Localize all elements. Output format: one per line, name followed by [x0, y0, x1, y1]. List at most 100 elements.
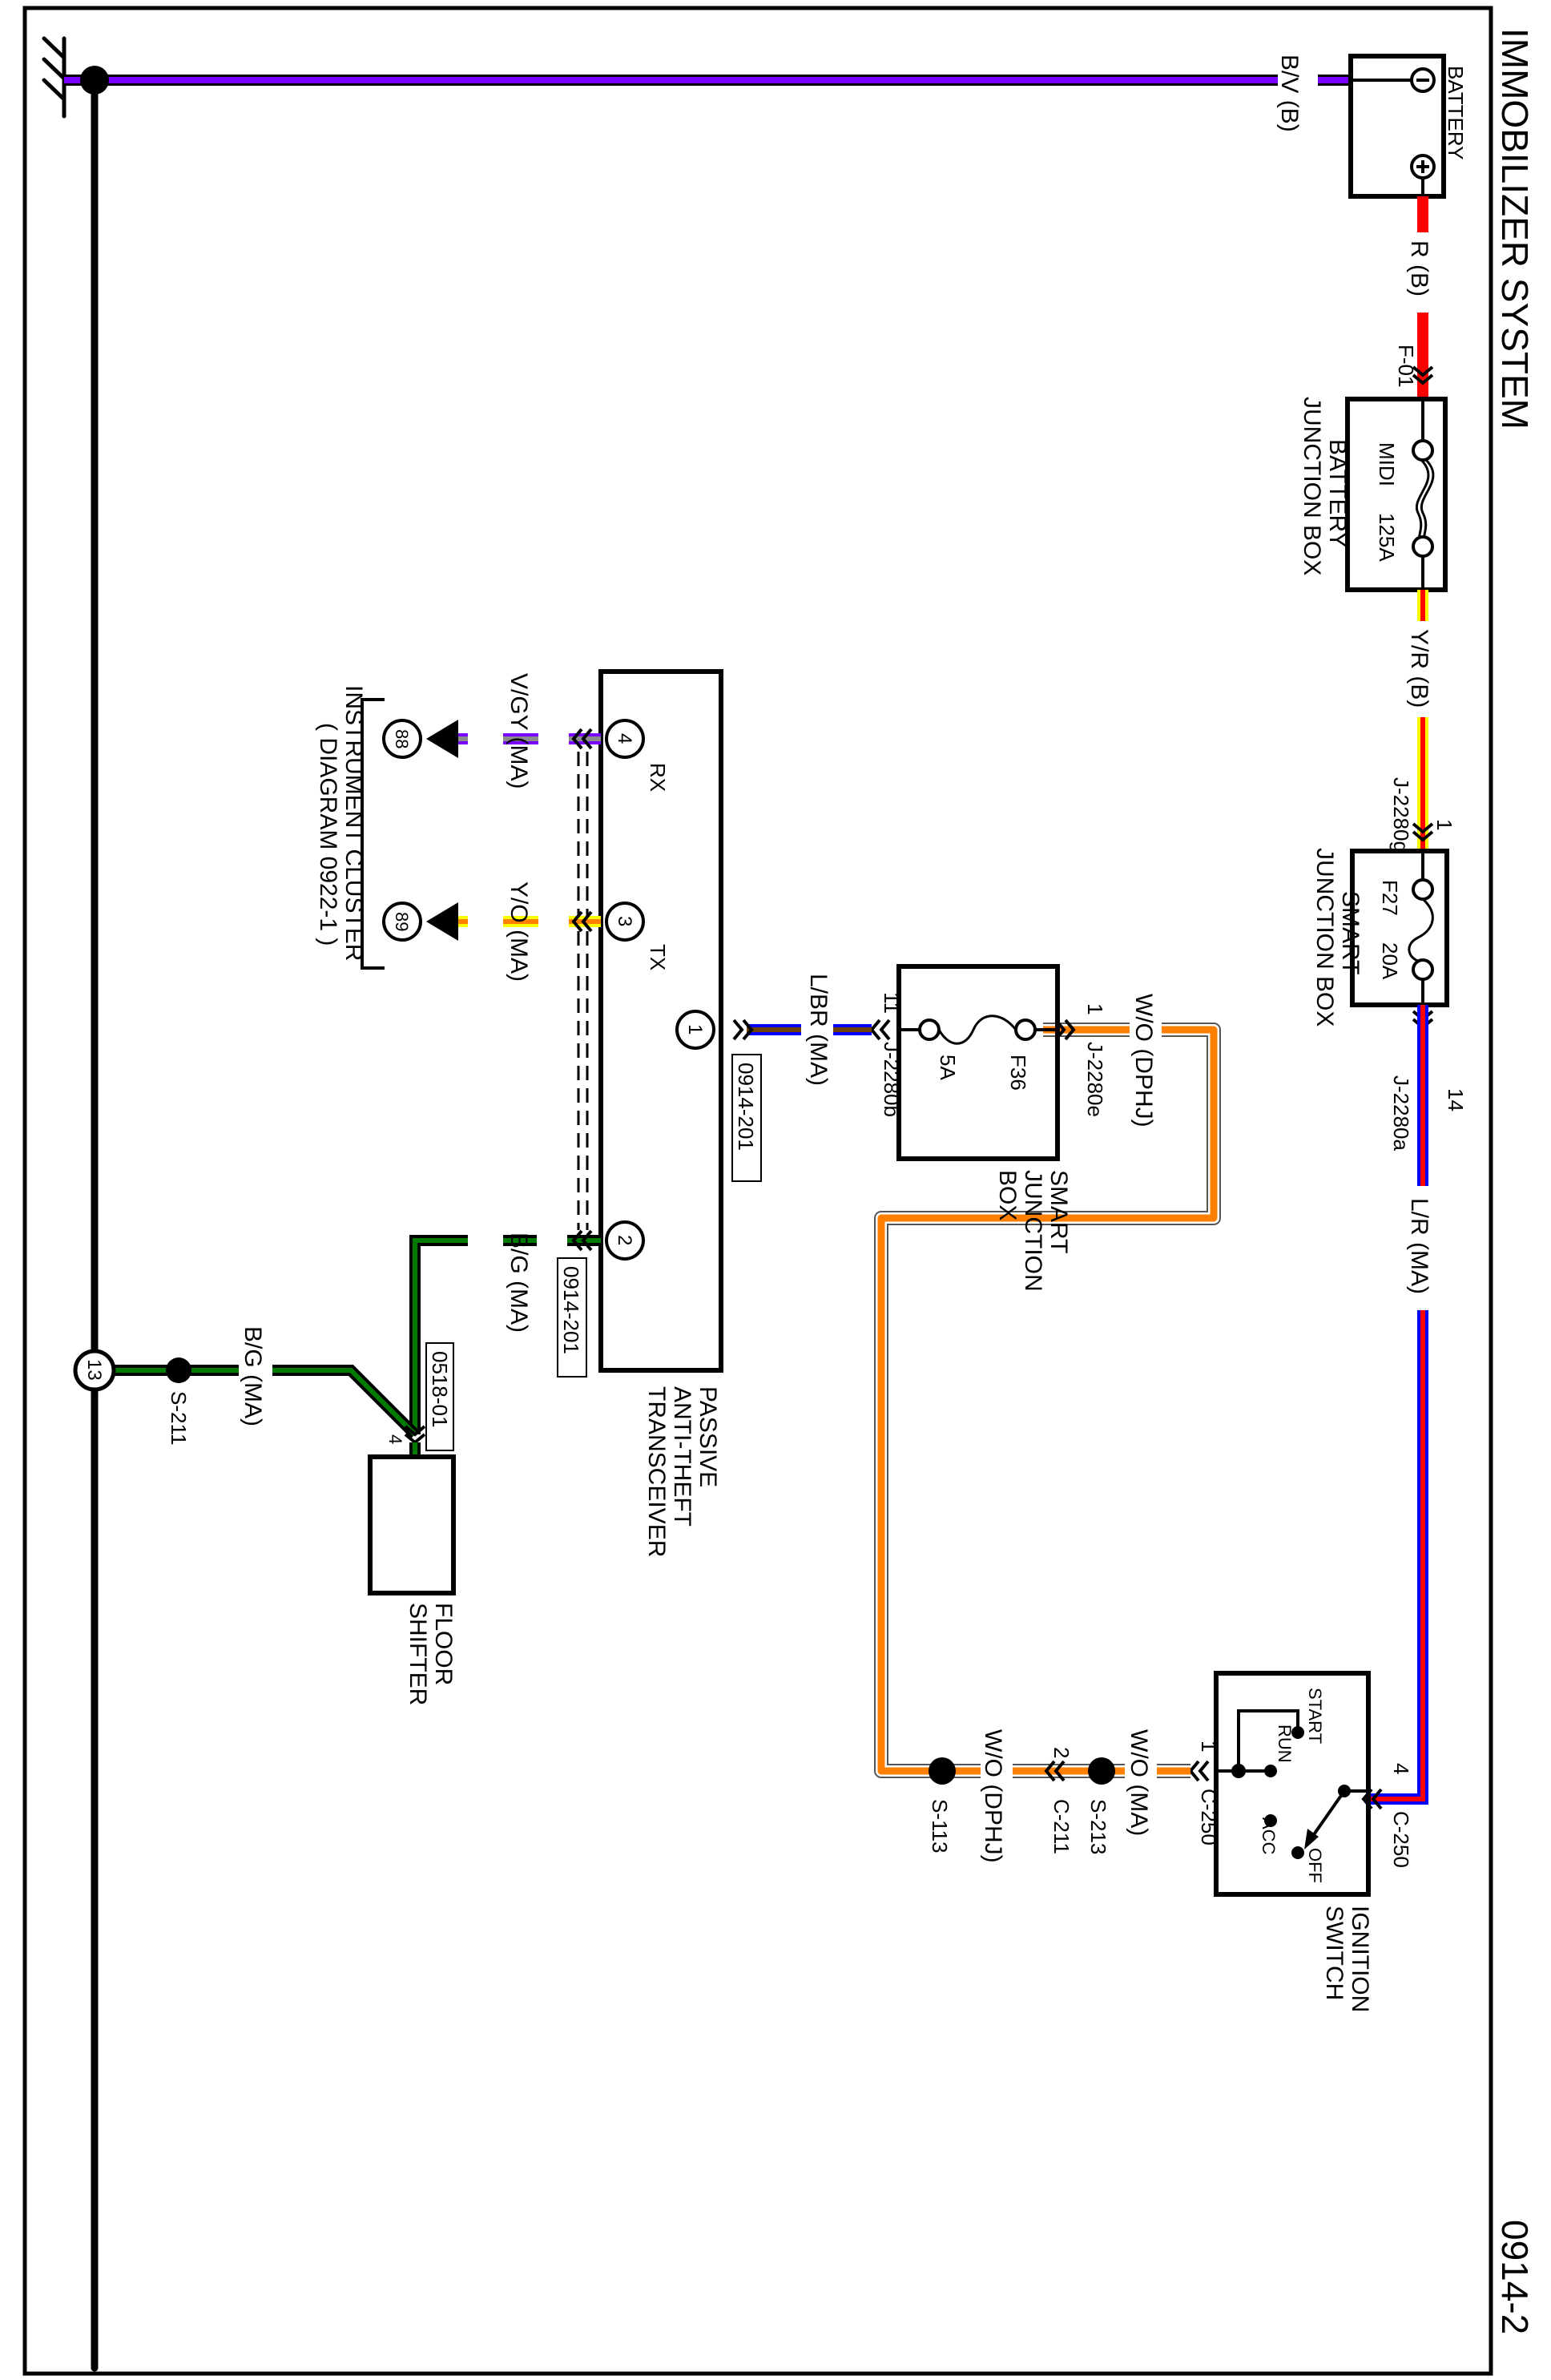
- cluster-pin-89: [382, 902, 422, 942]
- fuse-name-midi: MIDI: [1375, 442, 1399, 486]
- ignition-switch: [1214, 1671, 1371, 1897]
- smart-junction-box-mid-label-3: BOX: [994, 1170, 1021, 1220]
- battery: [1348, 54, 1446, 199]
- ignition-label-start: START: [1305, 1688, 1325, 1744]
- connector-j2280b: [869, 1019, 891, 1041]
- battery-junction-box: [1345, 397, 1448, 592]
- battery-junction-box-label-2: JUNCTION BOX: [1299, 397, 1325, 575]
- splice-s213: [1088, 1757, 1115, 1785]
- connector-j2280g: [1412, 822, 1434, 842]
- connector-c250-out: [1188, 1760, 1210, 1782]
- shield-dashed-lines: [577, 752, 589, 1230]
- transceiver-label-rx: RX: [646, 763, 670, 792]
- ignition-switch-label-2: SWITCH: [1321, 1906, 1348, 2000]
- connector-rx: [571, 728, 593, 750]
- transceiver-pin-tx: [605, 902, 645, 942]
- wire-label-lr: L/R (MA): [1406, 1198, 1432, 1294]
- pin-c250-out: 1: [1197, 1741, 1221, 1752]
- transceiver-pin-rx: [605, 719, 645, 759]
- ignition-pos-acc: [1264, 1814, 1277, 1827]
- cluster-pin-88: [382, 719, 422, 759]
- transceiver-label-1: PASSIVE: [695, 1386, 721, 1487]
- connector-label-j2280b: J-2280b: [880, 1042, 904, 1117]
- ignition-label-acc: ACC: [1259, 1817, 1279, 1855]
- smart-junction-box-mid-label-2: JUNCTION: [1020, 1170, 1046, 1292]
- wire-label-bv: B/V (B): [1276, 54, 1303, 132]
- fuse-name-f36: F36: [1006, 1055, 1030, 1091]
- wire-label-wo-dphj-bottom: W/O (DPHJ): [980, 1729, 1006, 1863]
- transceiver-label-3: TRANSCEIVER: [643, 1386, 670, 1557]
- wire-label-vgy: V/GY (MA): [506, 673, 532, 789]
- reference-box-pin1: [731, 1054, 762, 1182]
- passive-anti-theft-transceiver: [598, 669, 723, 1373]
- splice-s113: [929, 1757, 956, 1785]
- pin-j2280g: 1: [1432, 819, 1456, 830]
- pin-number-rx: 4: [614, 733, 635, 744]
- connector-transceiver-pin2: [571, 1229, 593, 1252]
- pin-j2280b: 11: [880, 992, 904, 1014]
- page-frame: [22, 6, 1493, 2376]
- arrow-rx-icon: [426, 720, 458, 758]
- battery-label: BATTERY: [1444, 66, 1468, 160]
- connector-transceiver-pin1: [732, 1019, 754, 1041]
- connector-label-c250-in: C-250: [1389, 1811, 1413, 1868]
- reference-box-pin2: [557, 1257, 587, 1378]
- page-number: 0914-2: [1494, 2220, 1536, 2334]
- smart-junction-box-top-label-2: JUNCTION BOX: [1311, 848, 1338, 1027]
- smart-junction-box-f27: [1350, 849, 1449, 1007]
- ignition-switch-label-1: IGNITION: [1347, 1906, 1373, 2012]
- fuse-rating-5a: 5A: [936, 1055, 960, 1080]
- fuse-name-f27: F27: [1378, 880, 1402, 916]
- wire-label-yr: Y/R (B): [1406, 629, 1432, 708]
- reference-label-floor-shifter: 0518-01: [428, 1351, 452, 1427]
- floor-shifter-label-2: SHIFTER: [405, 1603, 431, 1705]
- ignition-label-off: OFF: [1305, 1848, 1325, 1883]
- connector-label-c211: C-211: [1049, 1799, 1074, 1854]
- splice-s211: [166, 1357, 191, 1383]
- connector-label-f01: F-01: [1394, 345, 1418, 387]
- page-title: IMMOBILIZER SYSTEM: [1494, 28, 1536, 430]
- wire-label-wo-dphj-top: W/O (DPHJ): [1130, 994, 1157, 1127]
- pin-floor-shifter: 4: [385, 1434, 405, 1444]
- wire-lr: [1367, 1005, 1428, 1805]
- wire-wo: [874, 1023, 1221, 1778]
- reference-box-floor-shifter: [425, 1342, 454, 1451]
- pin-number-ground: 2: [614, 1235, 635, 1245]
- ground-symbol: [42, 36, 66, 119]
- arrow-tx-icon: [426, 902, 458, 941]
- pin-number-tx: 3: [614, 916, 635, 926]
- ignition-label-run: RUN: [1275, 1724, 1295, 1763]
- battery-junction-box-label-1: BATTERY: [1324, 439, 1351, 548]
- wire-label-bg-bottom: B/G (MA): [240, 1326, 266, 1426]
- wire-label-bg-top: B/G (MA): [506, 1232, 532, 1333]
- connector-label-j2280g: J-2280g: [1389, 777, 1413, 853]
- wire-label-lbr: L/BR (MA): [805, 974, 832, 1086]
- fuse-rating-125a: 125A: [1375, 513, 1399, 562]
- ground-splice-dot: [80, 66, 109, 95]
- fuse-rating-20a: 20A: [1378, 942, 1402, 980]
- cluster-pin-88-label: 88: [392, 729, 412, 748]
- wire-label-wo-ma: W/O (MA): [1126, 1729, 1152, 1836]
- splice-label-s213: S-213: [1086, 1799, 1110, 1854]
- connector-tx: [571, 910, 593, 933]
- transceiver-pin-power: [675, 1010, 715, 1050]
- connector-label-c250-out: C-250: [1197, 1789, 1221, 1846]
- wire-label-r: R (B): [1406, 240, 1432, 296]
- ground-point-13-label: 13: [83, 1359, 105, 1381]
- transceiver-pin-ground: [605, 1220, 645, 1261]
- connector-label-j2280a: J-2280a: [1389, 1075, 1413, 1151]
- pin-number-power: 1: [684, 1024, 706, 1035]
- transceiver-label-2: ANTI-THEFT: [669, 1386, 695, 1527]
- wire-label-yo: Y/O (MA): [506, 881, 532, 982]
- transceiver-label-tx: TX: [646, 944, 670, 970]
- reference-label-pin2: 0914-201: [559, 1266, 583, 1354]
- splice-label-s113: S-113: [928, 1799, 952, 1853]
- instrument-cluster-label-2: ( DIAGRAM 0922-1 ): [315, 723, 341, 946]
- instrument-cluster: [361, 698, 458, 970]
- connector-label-j2280e: J-2280e: [1083, 1042, 1107, 1117]
- instrument-cluster-label-1: INSTRUMENT CLUSTER: [340, 685, 367, 961]
- ignition-switch-arrow: [1304, 1829, 1319, 1850]
- pin-c211: 2: [1049, 1747, 1074, 1758]
- splice-label-s211: S-211: [167, 1391, 191, 1445]
